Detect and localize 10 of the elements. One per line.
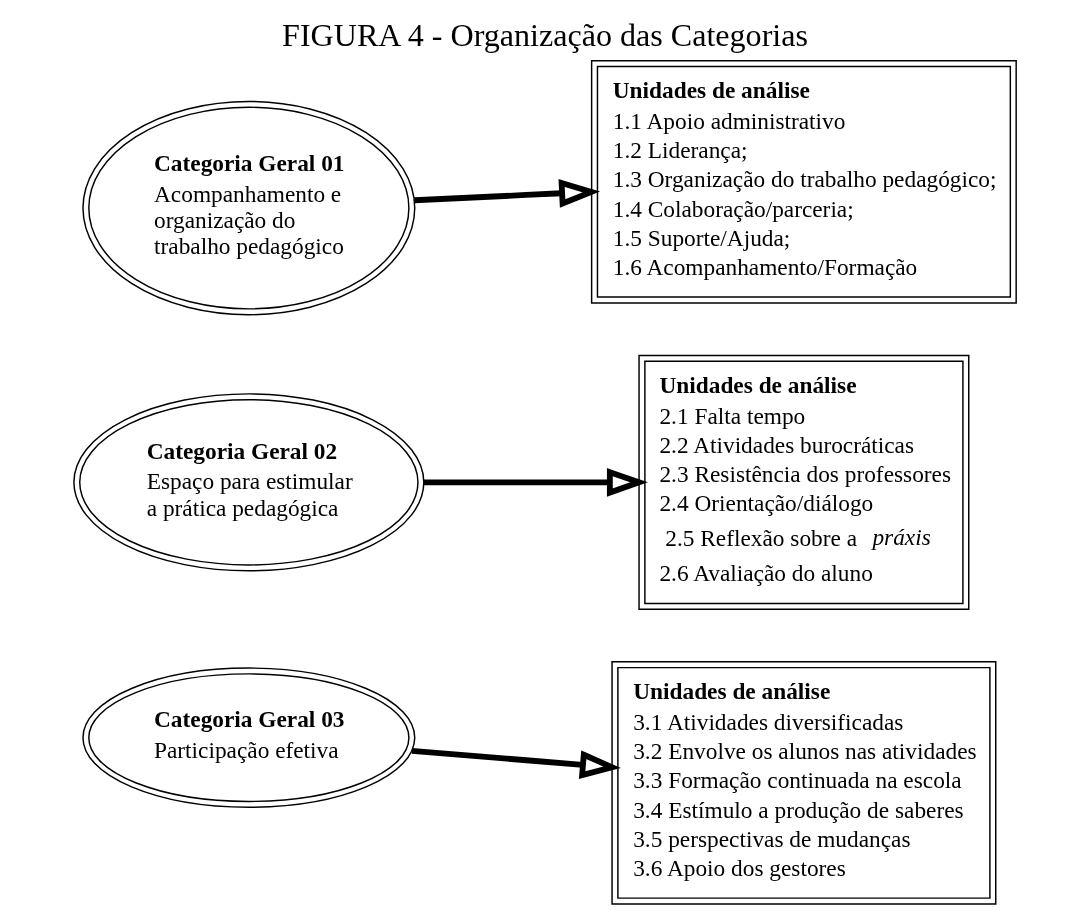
arrow [414, 179, 601, 208]
arrow [411, 747, 621, 779]
diagram-title: FIGURA 4 - Organização das Categorias [282, 16, 808, 53]
node-box: Unidades de análise 3.1 Atividades diversificadas 3.2 Envolve os alunos nas atividades 3.3 Formação continuada na escola 3.4 Estímulo a produção de saberes 3.5 perspectivas de mudanças 3.6 Apoio dos gestores [611, 661, 997, 905]
node-box: Unidades de análise 1.1 Apoio administrativo 1.2 Liderança; 1.3 Organização do trabalho pedagógico; 1.4 Colaboração/parceria; 1.5 Suporte/Ajuda; 1.6 Acompanhamento/Formação [590, 60, 1017, 304]
node-ellipse: Categoria Geral 03 Participação efetiva [82, 667, 416, 808]
node-box: Unidades de análise 2.1 Falta tempo 2.2 Atividades burocráticas 2.3 Resistência dos professores 2.4 Orientação/diálogo 2.5 Reflexão sobre a práxis 2.6 Avaliação do aluno [638, 354, 970, 610]
node-ellipse: Categoria Geral 01 Acompanhamento e organização do trabalho pedagógico [82, 100, 416, 316]
arrow [423, 468, 648, 497]
node-ellipse: Categoria Geral 02 Espaço para estimular a prática pedagógica [73, 393, 425, 572]
